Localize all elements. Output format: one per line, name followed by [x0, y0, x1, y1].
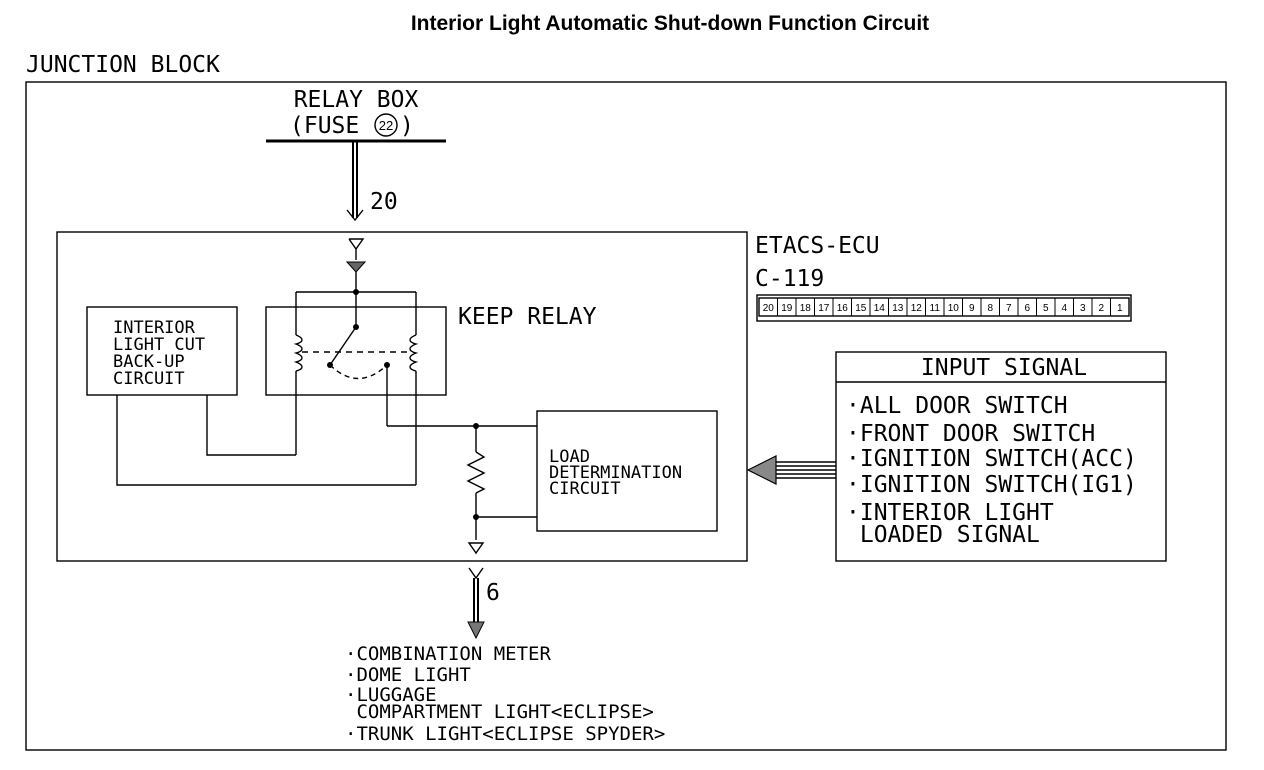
- connector-pin-label: 8: [987, 303, 993, 314]
- connector-pin-label: 17: [818, 303, 830, 314]
- connector-pin-label: 20: [763, 303, 775, 314]
- relay-box-label: RELAY BOX: [294, 87, 419, 113]
- keep-relay-label: KEEP RELAY: [458, 304, 597, 330]
- output-item: ·COMBINATION METER: [345, 643, 551, 665]
- output-item: ·TRUNK LIGHT<ECLIPSE SPYDER>: [345, 723, 665, 745]
- connector-pin-label: 14: [874, 303, 886, 314]
- resistor: [466, 451, 486, 494]
- top-wire: [346, 141, 364, 222]
- etacs-ecu-box: [56, 231, 748, 562]
- connector-pin-label: 9: [969, 303, 975, 314]
- backup-circuit-line4: CIRCUIT: [113, 369, 185, 389]
- relay-coil-right: [409, 334, 419, 372]
- input-signal-item: ·IGNITION SWITCH(IG1): [846, 472, 1137, 498]
- fuse-label-prefix: (FUSE: [290, 113, 359, 139]
- connector-pin-label: 6: [1024, 303, 1030, 314]
- input-signal-item: ·INTERIOR LIGHT: [846, 500, 1054, 526]
- backup-wiring: [116, 395, 416, 486]
- connector-pin-label: 5: [1043, 303, 1049, 314]
- load-circuit-line2: DETERMINATION: [549, 463, 682, 483]
- backup-circuit-line1: INTERIOR: [113, 318, 196, 338]
- top-wire-pin-number: 20: [370, 189, 398, 215]
- connector-pin-label: 19: [781, 303, 793, 314]
- input-signal-item: ·IGNITION SWITCH(ACC): [846, 446, 1137, 472]
- connector-pin-label: 2: [1098, 303, 1104, 314]
- load-circuit-line1: LOAD: [549, 447, 590, 467]
- fuse-label: (FUSE 22 ): [290, 113, 414, 139]
- connector-pin-label: 1: [1117, 303, 1123, 314]
- junction-block-label: JUNCTION BLOCK: [26, 52, 220, 78]
- connector-pin-label: 11: [930, 303, 941, 314]
- diagram-title: Interior Light Automatic Shut-down Funct…: [411, 12, 929, 35]
- connector-pin-label: 4: [1061, 303, 1067, 314]
- bottom-wire-pin-number: 6: [486, 580, 500, 606]
- backup-circuit-line3: BACK-UP: [113, 352, 185, 372]
- input-signal-box: [835, 351, 1167, 562]
- input-signal-arrow: [746, 455, 836, 485]
- connector-c119: 20 19 18 17 16 15 14 13 12 11 10 9 8 7 6 5 4 3 2 1: [756, 294, 1132, 322]
- input-signal-heading: INPUT SIGNAL: [921, 355, 1087, 381]
- ecu-name: ETACS-ECU: [755, 233, 880, 259]
- connector-pin-label: 12: [911, 303, 923, 314]
- load-wiring: [387, 423, 537, 555]
- connector-pin-label: 15: [855, 303, 867, 314]
- input-signal-item: LOADED SIGNAL: [846, 522, 1040, 548]
- output-item: ·LUGGAGE: [345, 684, 437, 706]
- fuse-label-suffix: ): [400, 113, 414, 139]
- relay-coil-left: [293, 334, 303, 372]
- fuse-number-circle: [374, 113, 398, 137]
- connector-pin-label: 18: [800, 303, 812, 314]
- connector-pin-label: 16: [837, 303, 849, 314]
- backup-circuit-box: [86, 306, 238, 396]
- input-signal-item: ·FRONT DOOR SWITCH: [846, 421, 1095, 447]
- connector-pin-label: 3: [1080, 303, 1086, 314]
- connector-pin-label: 7: [1006, 303, 1012, 314]
- connector-pin-label: 13: [892, 303, 904, 314]
- load-determination-box: [536, 410, 718, 532]
- keep-relay: [265, 291, 447, 485]
- fuse-number: 22: [379, 118, 393, 133]
- output-item: COMPARTMENT LIGHT<ECLIPSE>: [345, 701, 654, 723]
- input-signal-item: ·ALL DOOR SWITCH: [846, 393, 1068, 419]
- ecu-input-terminal: [345, 238, 367, 295]
- output-item: ·DOME LIGHT: [345, 664, 471, 686]
- relay-switch-blade: [329, 326, 357, 366]
- load-circuit-line3: CIRCUIT: [549, 479, 621, 499]
- connector-pin-label: 10: [948, 303, 960, 314]
- ecu-connector-id: C-119: [755, 266, 824, 292]
- junction-block-outline: [25, 81, 1227, 751]
- bottom-wire: [467, 567, 485, 640]
- backup-circuit-line2: LIGHT CUT: [113, 335, 205, 355]
